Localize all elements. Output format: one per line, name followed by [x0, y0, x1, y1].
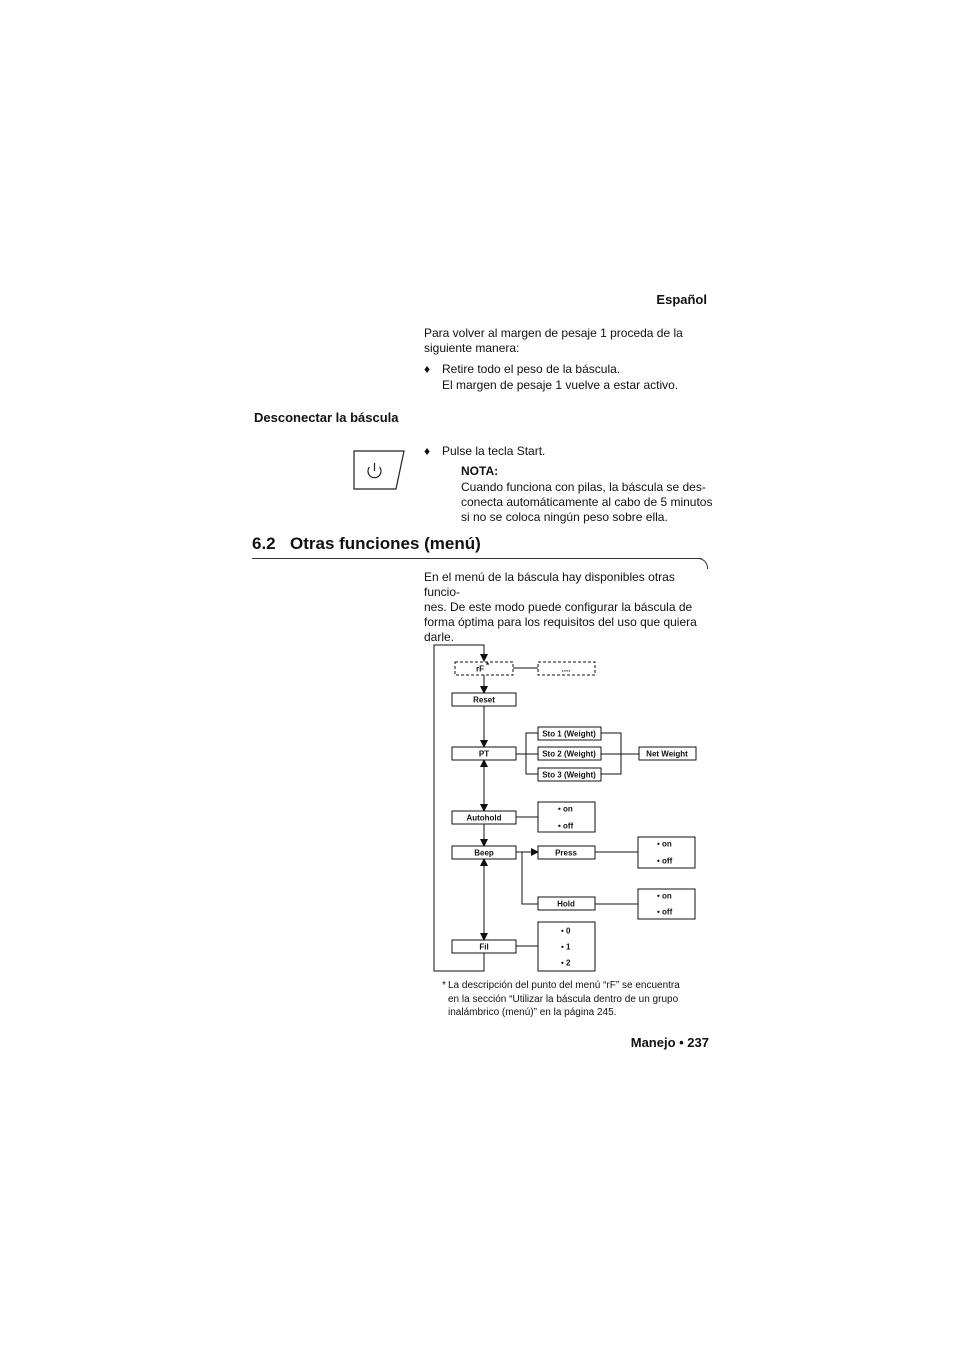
- rf-more-box: [537, 661, 596, 676]
- section-number: 6.2: [252, 534, 276, 553]
- bullet-diamond-icon: ♦: [424, 444, 431, 458]
- hold-options-box: [637, 888, 696, 920]
- loop-connector: [433, 644, 488, 972]
- beep-label: Beep: [474, 849, 494, 858]
- autohold-on-label: • on: [558, 805, 573, 814]
- note-line: si no se coloca ningún peso sobre ella.: [461, 510, 668, 524]
- bullet-diamond-icon: ♦: [424, 362, 431, 376]
- section-rule: [252, 558, 702, 559]
- net-weight-box: [638, 746, 697, 761]
- press-options-box: [637, 836, 696, 869]
- language-label: Español: [656, 292, 707, 307]
- footnote-line: en la sección “Utilizar la báscula dentr…: [448, 993, 679, 1005]
- fil-options-box: [537, 921, 596, 972]
- section-heading: Desconectar la báscula: [254, 410, 399, 425]
- page-footer: Manejo • 237: [630, 1035, 709, 1050]
- hold-off-label: • off: [657, 908, 673, 917]
- fil-0-label: • 0: [561, 927, 571, 936]
- sto3-box: [537, 767, 602, 782]
- footnote-line: inalámbrico (menú)” en la página 245.: [448, 1007, 617, 1018]
- beep-box: [451, 845, 517, 860]
- rf-more-label: ....: [562, 665, 571, 674]
- intro-text-line: Para volver al margen de pesaje 1 proced…: [424, 326, 683, 340]
- autohold-label: Autohold: [466, 814, 501, 823]
- intro-line: En el menú de la báscula hay disponibles…: [424, 570, 675, 599]
- step-text: Retire todo el peso de la báscula.: [442, 362, 621, 376]
- pt-box: [451, 746, 517, 761]
- rf-box: [454, 661, 514, 676]
- reset-label: Reset: [473, 696, 495, 705]
- net-weight-label: Net Weight: [646, 750, 688, 759]
- section-title: 6.2 Otras funciones (menú): [252, 534, 481, 554]
- press-label: Press: [555, 849, 577, 858]
- footnote-star: *: [442, 980, 446, 991]
- note-line: Cuando funciona con pilas, la báscula se…: [461, 480, 706, 494]
- pt-label: PT: [479, 750, 489, 759]
- rf-star: *: [486, 661, 490, 670]
- hold-on-label: • on: [657, 892, 672, 901]
- fil-label: Fil: [479, 943, 488, 952]
- sto2-label: Sto 2 (Weight): [542, 750, 596, 759]
- note-text: Cuando funciona con pilas, la báscula se…: [461, 480, 721, 525]
- sto3-label: Sto 3 (Weight): [542, 771, 596, 780]
- footnote-line: La descripción del punto del menú “rF” s…: [448, 980, 680, 991]
- step-result-text: El margen de pesaje 1 vuelve a estar act…: [442, 378, 679, 392]
- section-intro: En el menú de la báscula hay disponibles…: [424, 570, 714, 645]
- intro-line: nes. De este modo puede configurar la bá…: [424, 600, 693, 614]
- reset-box: [451, 692, 517, 707]
- hold-box: [537, 896, 596, 911]
- fil-1-label: • 1: [561, 943, 571, 952]
- autohold-options-box: [537, 801, 596, 833]
- press-on-label: • on: [657, 840, 672, 849]
- intro-text-line: siguiente manera:: [424, 341, 520, 355]
- sto1-box: [537, 726, 602, 741]
- hold-label: Hold: [557, 900, 575, 909]
- note-title: NOTA:: [461, 464, 499, 478]
- note-line: conecta automáticamente al cabo de 5 min…: [461, 495, 713, 509]
- footnote-text: La descripción del punto del menú “rF” s…: [448, 979, 708, 1020]
- autohold-off-label: • off: [558, 822, 574, 831]
- connector-beep-hold: [521, 852, 538, 905]
- start-key-icon: [353, 450, 405, 490]
- autohold-box: [451, 810, 517, 825]
- fil-box: [451, 939, 517, 954]
- sto2-box: [537, 746, 602, 761]
- section-title-text: Otras funciones (menú): [290, 534, 481, 553]
- intro-line: forma óptima para los requisitos del uso…: [424, 615, 697, 629]
- press-box: [537, 845, 596, 860]
- fil-2-label: • 2: [561, 959, 571, 968]
- sto1-label: Sto 1 (Weight): [542, 730, 596, 739]
- intro-line: darle.: [424, 630, 455, 644]
- step-text: Pulse la tecla Start.: [442, 444, 546, 458]
- press-off-label: • off: [657, 857, 673, 866]
- rf-label: rF: [476, 665, 484, 674]
